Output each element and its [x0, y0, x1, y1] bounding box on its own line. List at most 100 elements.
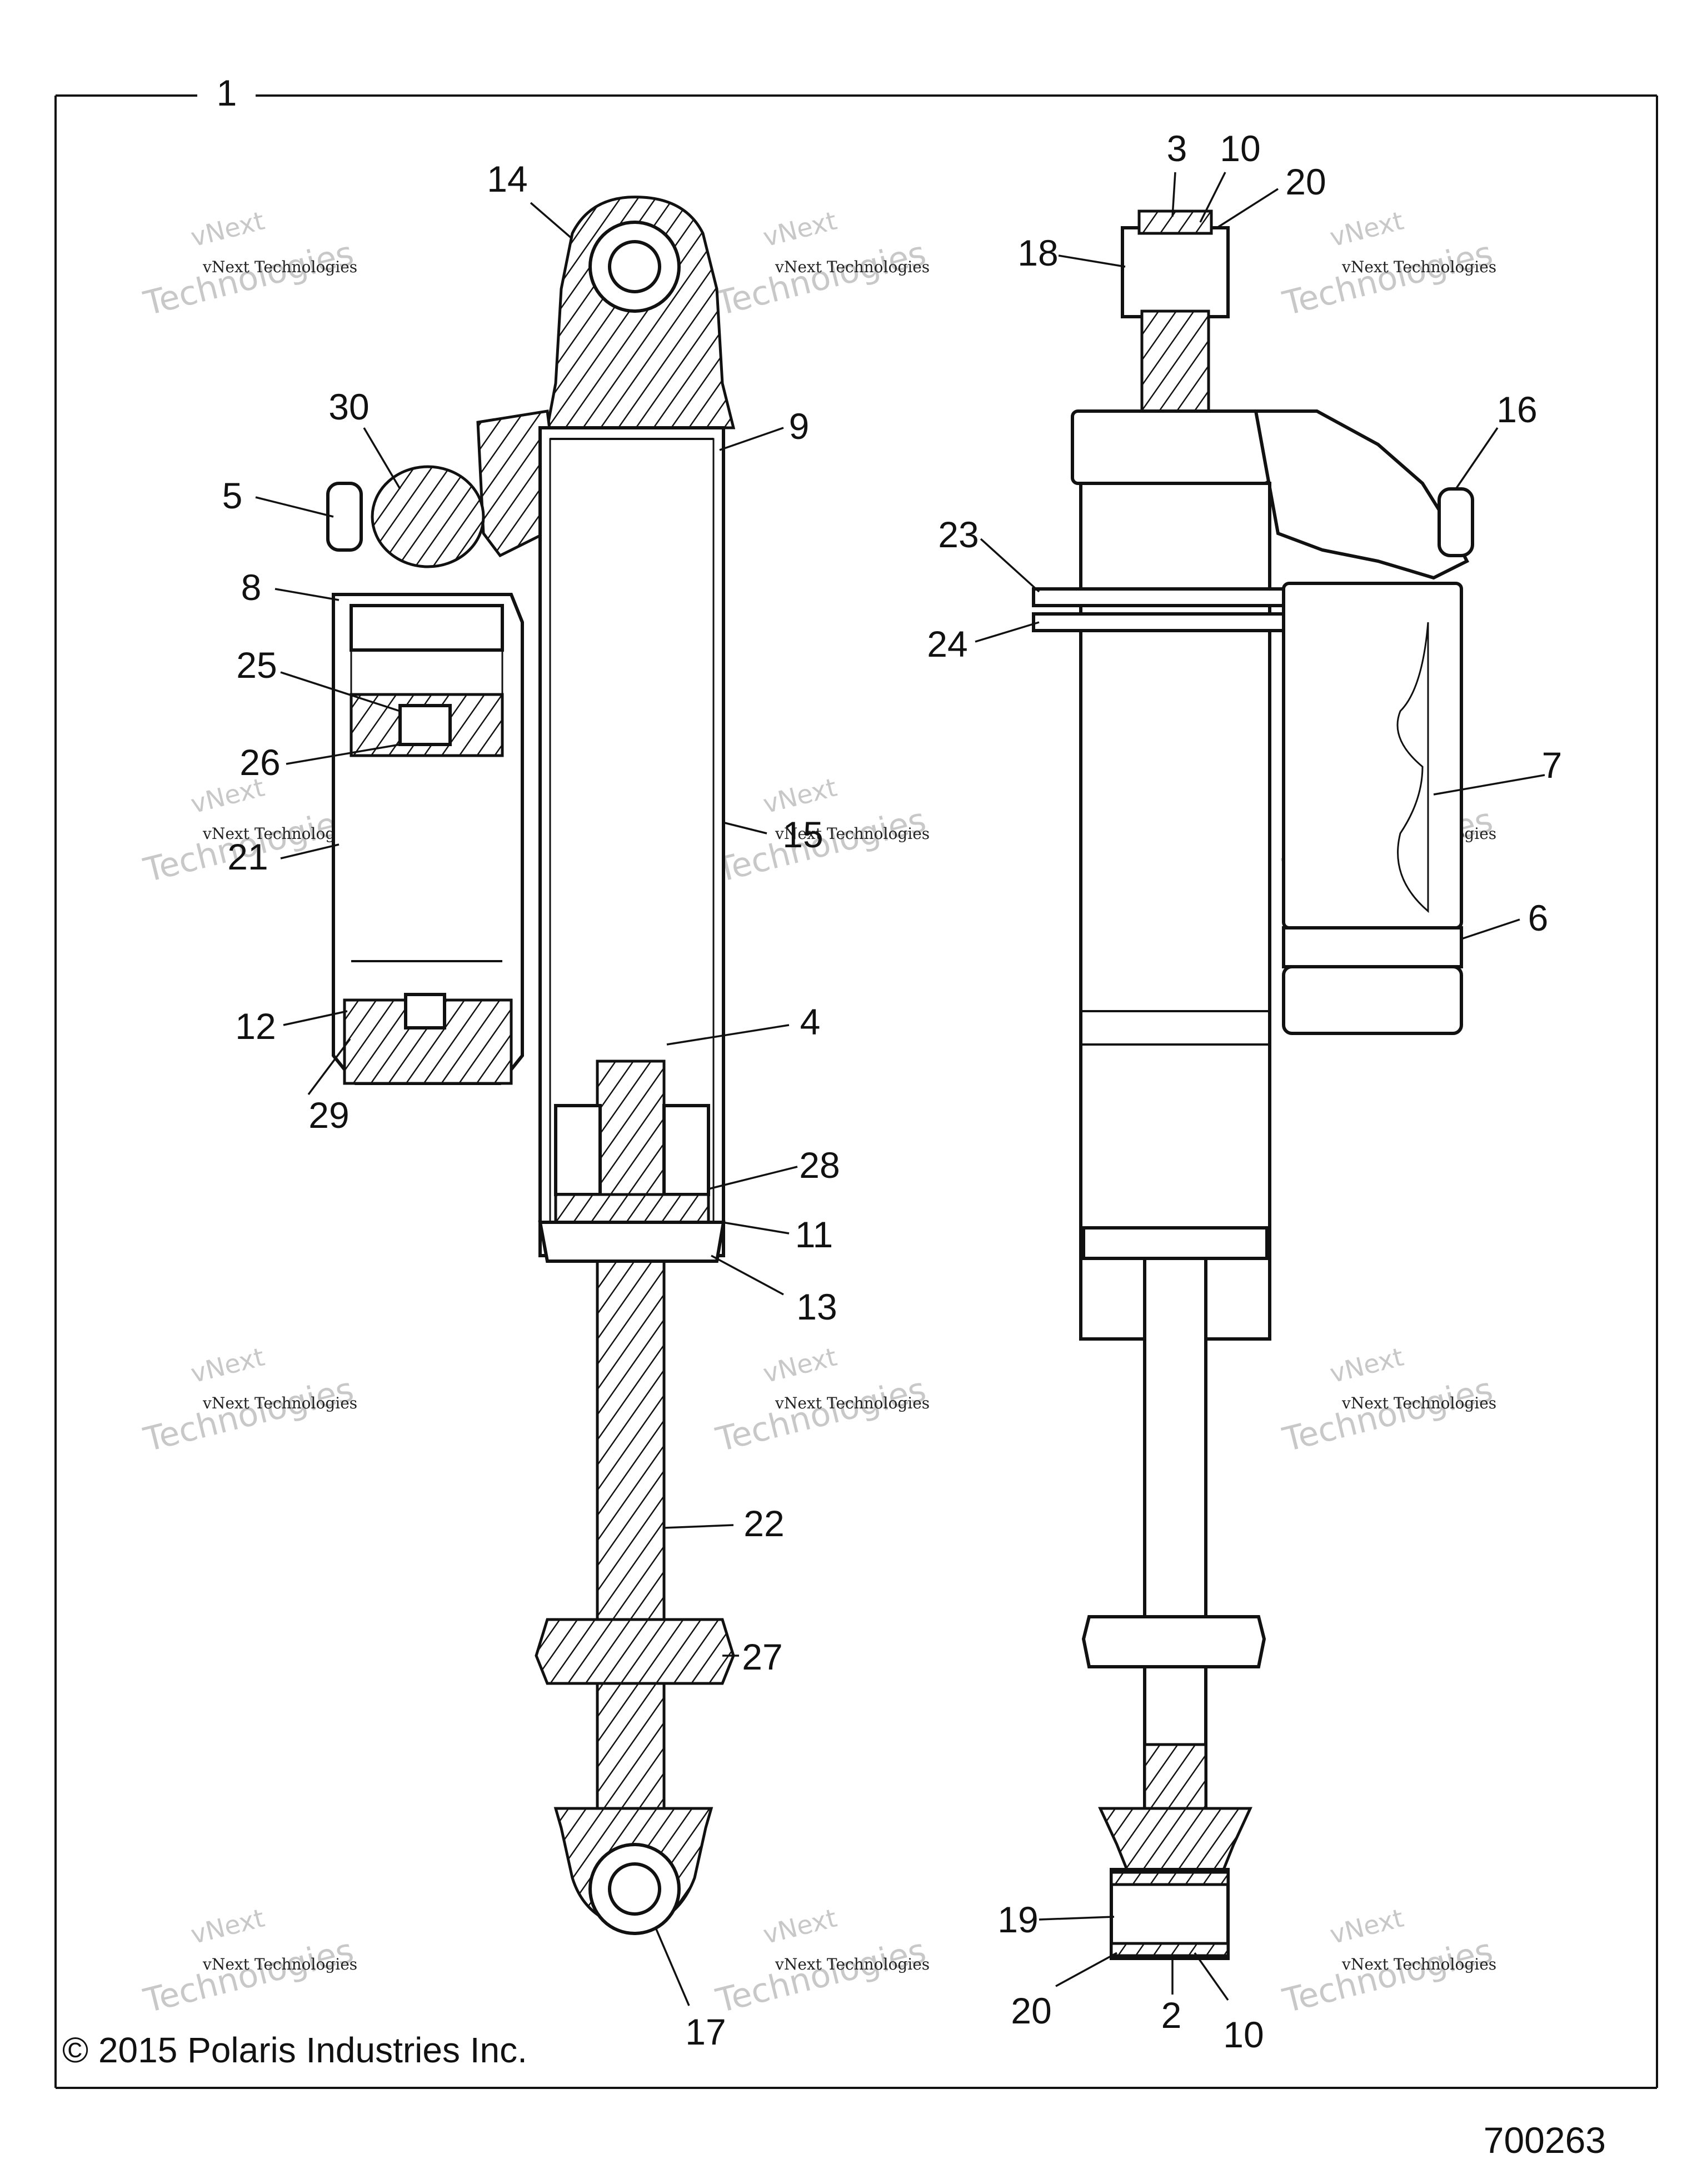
- bottom-eyelet-bore: [608, 1862, 661, 1916]
- svg-text:vNext Technologies: vNext Technologies: [775, 258, 930, 276]
- svg-text:vNext Technologies: vNext Technologies: [1341, 1955, 1496, 1973]
- svg-text:vNext Technologies: vNext Technologies: [202, 1394, 357, 1412]
- callout-1: 1: [217, 72, 237, 113]
- svg-text:vNext Technologies: vNext Technologies: [202, 258, 357, 276]
- callout-24: 24: [927, 623, 967, 664]
- leader-lines: [255, 172, 1545, 2006]
- diagram-frame: [54, 94, 1658, 2089]
- diagram-id: 700263: [1484, 2120, 1606, 2161]
- shaft-section: [596, 1059, 666, 1852]
- svg-text:vNext Technologies: vNext Technologies: [1341, 1394, 1496, 1412]
- top-bushing: [1121, 226, 1230, 318]
- adjuster-knob: [371, 465, 485, 568]
- watermark: vNext Technologies vNext Technologies: [712, 206, 930, 324]
- callout-labels: 1 14 30 5 9 8 25 26 21 15 12 29 4 28 11 …: [217, 72, 1563, 2055]
- callout-17: 17: [685, 2011, 726, 2052]
- svg-text:vNext: vNext: [760, 1342, 840, 1389]
- callout-14: 14: [487, 158, 527, 199]
- svg-text:Technologies: Technologies: [1279, 234, 1496, 323]
- callout-22: 22: [743, 1503, 784, 1544]
- callout-10-top: 10: [1220, 128, 1260, 169]
- callout-18: 18: [1017, 232, 1058, 273]
- collar-ring-lower: [1032, 612, 1324, 632]
- reservoir-nut: [1282, 926, 1463, 968]
- svg-text:vNext: vNext: [188, 1903, 267, 1950]
- shock-section-view: [326, 196, 736, 1935]
- top-spacer: [1137, 209, 1213, 235]
- watermark: vNext Technologies vNext Technologies: [1279, 206, 1496, 324]
- callout-16: 16: [1496, 389, 1537, 430]
- callout-19: 19: [997, 1899, 1038, 1940]
- copyright-notice: © 2015 Polaris Industries Inc.: [62, 2030, 527, 2070]
- svg-text:vNext Technologies: vNext Technologies: [775, 1955, 930, 1973]
- svg-text:vNext: vNext: [760, 772, 840, 819]
- watermark: vNext Technologies vNext Technologies: [712, 1903, 930, 2021]
- body-thread: [1082, 1226, 1269, 1260]
- svg-text:Technologies: Technologies: [1279, 1370, 1496, 1460]
- top-eyelet-bore: [608, 240, 661, 293]
- collar-ring-upper: [1032, 587, 1324, 607]
- callout-23: 23: [938, 514, 979, 555]
- svg-text:vNext Technologies: vNext Technologies: [1341, 258, 1496, 276]
- piston-right: [662, 1104, 710, 1196]
- adjuster-cap: [326, 482, 363, 552]
- reservoir-exterior: [1282, 582, 1463, 929]
- watermark: vNext Technologies vNext Technologies: [1279, 1342, 1496, 1460]
- watermark: vNext Technologies vNext Technologies: [139, 1342, 357, 1460]
- callout-2: 2: [1161, 1995, 1182, 2036]
- callout-11: 11: [795, 1214, 833, 1255]
- callout-20-bottom: 20: [1011, 1990, 1051, 2031]
- reservoir-arm: [1254, 409, 1470, 580]
- svg-text:vNext Technologies: vNext Technologies: [775, 1394, 930, 1412]
- callout-25: 25: [236, 644, 277, 686]
- body-tube-exterior: [1079, 482, 1271, 1341]
- callout-28: 28: [799, 1145, 840, 1186]
- callout-26: 26: [239, 742, 280, 783]
- callout-4: 4: [800, 1001, 821, 1042]
- callout-7: 7: [1542, 744, 1563, 786]
- bump-stop: [535, 1618, 735, 1685]
- bump-stop-exterior: [1081, 1615, 1266, 1668]
- callout-21: 21: [227, 836, 268, 877]
- svg-text:Technologies: Technologies: [139, 234, 357, 323]
- callout-30: 30: [328, 386, 369, 427]
- svg-text:vNext: vNext: [760, 1903, 840, 1950]
- callout-13: 13: [796, 1286, 837, 1327]
- svg-text:vNext: vNext: [1327, 1903, 1406, 1950]
- svg-text:vNext: vNext: [188, 1342, 267, 1389]
- callout-3: 3: [1167, 128, 1187, 169]
- bottom-cap: [538, 1221, 726, 1263]
- svg-text:Technologies: Technologies: [1279, 1931, 1496, 2021]
- schrader-valve: [404, 993, 446, 1029]
- bottom-mount-exterior: [1098, 1807, 1252, 1874]
- svg-text:vNext: vNext: [1327, 206, 1406, 253]
- reservoir-cap-seal: [350, 604, 504, 652]
- svg-text:Technologies: Technologies: [139, 1931, 357, 2021]
- callout-9: 9: [789, 406, 810, 447]
- callout-20-top: 20: [1285, 161, 1326, 202]
- shock-exterior-view: [1032, 209, 1474, 1960]
- svg-text:vNext: vNext: [760, 206, 840, 253]
- svg-text:Technologies: Technologies: [712, 1370, 930, 1460]
- svg-text:vNext: vNext: [1327, 1342, 1406, 1389]
- callout-10-bottom: 10: [1223, 2014, 1264, 2055]
- top-stem: [1140, 309, 1210, 416]
- body-cap: [1071, 409, 1271, 485]
- piston-left: [554, 1104, 602, 1196]
- svg-text:Technologies: Technologies: [712, 234, 930, 323]
- callout-29: 29: [308, 1095, 349, 1136]
- svg-text:vNext: vNext: [188, 206, 267, 253]
- watermark: vNext Technologies vNext Technologies: [712, 1342, 930, 1460]
- callout-8: 8: [241, 567, 262, 608]
- callout-6: 6: [1528, 897, 1549, 938]
- svg-text:Technologies: Technologies: [712, 1931, 930, 2021]
- callout-15: 15: [782, 814, 823, 855]
- ifp-valve: [398, 704, 452, 746]
- svg-text:vNext Technologies: vNext Technologies: [202, 824, 357, 843]
- reservoir-base: [1282, 965, 1463, 1035]
- callout-27: 27: [742, 1636, 782, 1677]
- svg-text:Technologies: Technologies: [139, 1370, 357, 1460]
- watermark: vNext Technologies vNext Technologies: [1279, 1903, 1496, 2021]
- reservoir-knob: [1438, 487, 1474, 557]
